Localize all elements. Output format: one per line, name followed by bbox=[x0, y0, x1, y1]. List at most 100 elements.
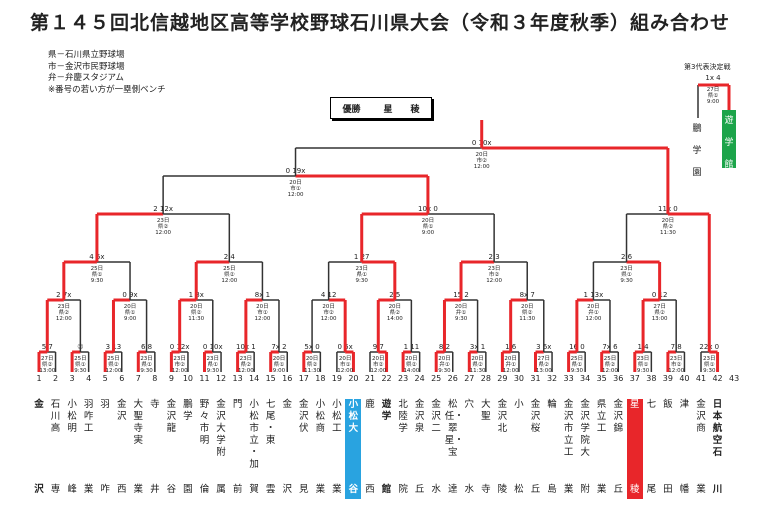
match-venue: 県② bbox=[241, 361, 252, 368]
note-line: 市－金沢市民野球場 bbox=[48, 61, 125, 72]
match-time: 11:30 bbox=[304, 368, 320, 374]
match-venue: 市② bbox=[476, 156, 487, 164]
match-time: 12:00 bbox=[370, 368, 386, 374]
team-name: 松任・翠星・宝達 bbox=[444, 399, 464, 495]
note-line: ※番号の若い方が一塁側ベンチ bbox=[48, 84, 166, 95]
team-name: 星稜 bbox=[626, 399, 643, 499]
team-number: 10 bbox=[183, 374, 193, 383]
team-number: 16 bbox=[282, 374, 292, 383]
team-number: 31 bbox=[530, 374, 540, 383]
team-number: 35 bbox=[597, 374, 607, 383]
team-name: 小松明峰 bbox=[67, 399, 77, 495]
team-number: 26 bbox=[448, 374, 458, 383]
match-time: 11:30 bbox=[188, 316, 204, 322]
team-name: 小松市立・加賀 bbox=[249, 399, 259, 495]
team-number: 38 bbox=[646, 374, 656, 383]
match-time: 12:00 bbox=[602, 368, 618, 374]
match-date: 23日 bbox=[355, 265, 368, 272]
team-number: 37 bbox=[630, 374, 640, 383]
team-name: 大聖寺 bbox=[481, 399, 491, 495]
team-number: 20 bbox=[348, 374, 358, 383]
team-number: 18 bbox=[315, 374, 325, 383]
match-venue: 県② bbox=[191, 309, 202, 316]
team-name: 小松大谷 bbox=[345, 399, 362, 499]
team-number: 29 bbox=[497, 374, 507, 383]
team-number: 34 bbox=[580, 374, 590, 383]
match-venue: 県① bbox=[357, 271, 368, 278]
team-name: 飯田 bbox=[663, 399, 673, 495]
team-name: 金沢龍谷 bbox=[166, 399, 177, 495]
match-venue: 県② bbox=[59, 309, 70, 316]
team-number: 13 bbox=[233, 374, 243, 383]
team-name: 金沢北陵 bbox=[497, 399, 508, 495]
match-date: 20日 bbox=[521, 303, 534, 310]
third-place-label: 第3代表決定戦 bbox=[684, 63, 731, 71]
match-date: 23日 bbox=[488, 265, 501, 272]
match-time: 11:30 bbox=[660, 230, 676, 236]
team-name: 津幡 bbox=[679, 399, 690, 495]
match-venue: 県② bbox=[224, 271, 235, 278]
match-venue: 弁① bbox=[439, 360, 450, 368]
team-name: 県立工業 bbox=[596, 399, 607, 495]
match-venue: 県② bbox=[605, 361, 616, 368]
team-number: 42 bbox=[712, 374, 722, 383]
third-time: 9:00 bbox=[707, 99, 720, 105]
team-number: 8 bbox=[152, 374, 157, 383]
match-date: 20日 bbox=[372, 355, 385, 362]
match-venue: 県② bbox=[663, 223, 674, 230]
team-name: 金沢学院大附 bbox=[580, 399, 590, 495]
team-number: 4 bbox=[86, 374, 91, 383]
team-name: 七尾・東雲 bbox=[265, 399, 276, 495]
team-number: 23 bbox=[398, 374, 408, 383]
match-venue: 県② bbox=[108, 361, 119, 368]
team-name: 金沢西 bbox=[116, 399, 127, 495]
match-date: 20日 bbox=[405, 355, 418, 362]
team-number: 22 bbox=[381, 374, 391, 383]
team-number: 2 bbox=[53, 374, 58, 383]
team-number: 43 bbox=[729, 374, 739, 383]
team-number: 9 bbox=[169, 374, 174, 383]
team-name: 金沢大学附属 bbox=[216, 399, 226, 495]
match-time: 9:30 bbox=[91, 278, 104, 284]
match-venue: 県① bbox=[141, 361, 152, 368]
team-number: 21 bbox=[365, 374, 375, 383]
match-date: 20日 bbox=[475, 151, 488, 158]
match-time: 12:00 bbox=[668, 368, 684, 374]
team-name: 鵬学園 bbox=[183, 399, 193, 495]
team-number: 15 bbox=[266, 374, 276, 383]
match-time: 13:00 bbox=[39, 368, 55, 374]
match-time: 14:00 bbox=[387, 316, 403, 322]
match-time: 9:30 bbox=[620, 278, 633, 284]
team-number: 5 bbox=[103, 374, 108, 383]
match-date: 27日 bbox=[41, 355, 54, 362]
team-number: 40 bbox=[679, 374, 689, 383]
match-date: 25日 bbox=[107, 355, 120, 362]
match-date: 27日 bbox=[653, 303, 666, 310]
match-venue: 市① bbox=[290, 184, 301, 192]
match-time: 9:00 bbox=[422, 230, 435, 236]
match-date: 20日 bbox=[455, 303, 468, 310]
match-venue: 県① bbox=[621, 271, 632, 278]
match-venue: 県② bbox=[390, 309, 401, 316]
match-date: 23日 bbox=[157, 217, 170, 224]
team-name: 鹿西 bbox=[365, 399, 375, 495]
team-name: 寺井 bbox=[150, 399, 160, 495]
team-number: 27 bbox=[464, 374, 474, 383]
team-name: 金沢 bbox=[282, 399, 292, 495]
team-number: 33 bbox=[564, 374, 574, 383]
match-date: 25日 bbox=[604, 355, 617, 362]
match-venue: 県① bbox=[208, 361, 219, 368]
page-title: 第１４５回北信越地区高等学校野球石川県大会（令和３年度秋季）組み合わせ bbox=[29, 12, 730, 34]
match-venue: 県② bbox=[158, 223, 169, 230]
third-place-loser: 鵬学園 bbox=[692, 124, 702, 178]
team-number: 25 bbox=[431, 374, 441, 383]
third-venue: 県① bbox=[708, 92, 719, 99]
team-name: 北陸学院 bbox=[398, 399, 408, 495]
match-date: 20日 bbox=[662, 217, 675, 224]
match-date: 25日 bbox=[223, 265, 236, 272]
team-name: 大聖寺実業 bbox=[133, 399, 144, 495]
team-name: 金沢泉丘 bbox=[414, 399, 425, 495]
match-date: 23日 bbox=[207, 355, 220, 362]
match-venue: 弁① bbox=[456, 308, 467, 316]
match-date: 20日 bbox=[339, 355, 352, 362]
